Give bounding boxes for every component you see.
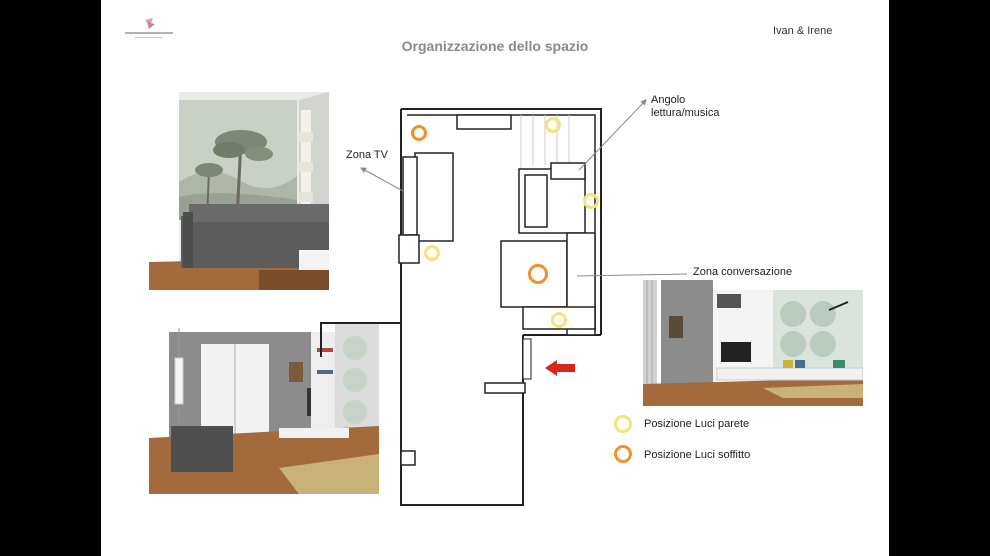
wall-light-marker xyxy=(583,193,599,209)
wall-light-marker xyxy=(551,312,567,328)
legend-wall-lights: Posizione Luci parete xyxy=(644,418,750,430)
wall-light-marker xyxy=(545,117,561,133)
zone-label-tv: Zona TV xyxy=(346,149,388,161)
legend-ceiling-lights: Posizione Luci soffitto xyxy=(644,449,751,461)
entrance-arrow-icon xyxy=(545,360,575,376)
zone-label-reading: Angolo lettura/musica xyxy=(651,94,720,119)
plan-outer-wall xyxy=(320,109,402,357)
plan-outer-wall-top xyxy=(401,108,602,335)
zone-label-conversation: Zona conversazione xyxy=(693,266,793,278)
floor-plan xyxy=(320,108,602,506)
brand-logo-icon xyxy=(123,16,175,42)
plan-left-corridor xyxy=(400,323,524,506)
render-living-corridor xyxy=(149,318,379,494)
ceiling-light-marker xyxy=(411,125,427,141)
page-title: Organizzazione dello spazio xyxy=(401,38,589,54)
legend-ceiling-light-icon xyxy=(614,445,632,463)
legend-wall-light-icon xyxy=(614,415,632,433)
wall-light-marker xyxy=(424,245,440,261)
render-conversation-zone xyxy=(643,280,863,406)
client-name: Ivan & Irene xyxy=(773,25,833,37)
render-tv-zone xyxy=(149,92,329,290)
slide: Ivan & Irene Organizzazione dello spazio xyxy=(101,0,889,556)
leader-lines xyxy=(360,99,688,277)
ceiling-light-marker xyxy=(528,264,548,284)
plan-sofa xyxy=(414,152,454,242)
plan-coffee-table xyxy=(500,240,568,308)
